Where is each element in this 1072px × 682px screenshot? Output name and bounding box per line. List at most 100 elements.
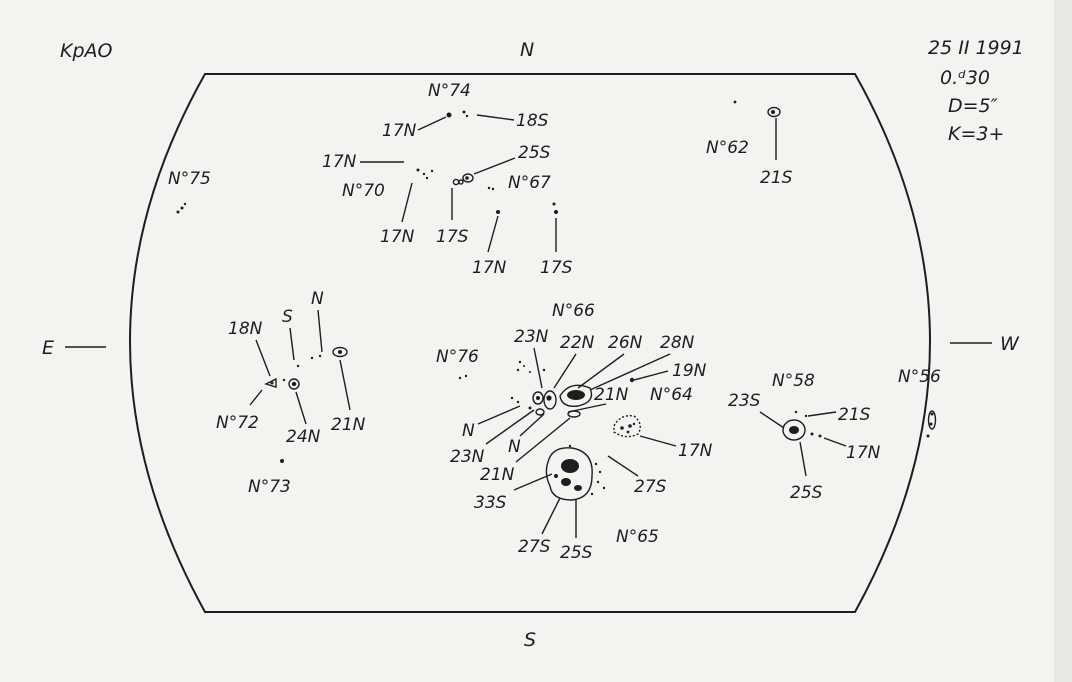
sunspot: [554, 210, 558, 214]
leader-line: [553, 353, 577, 389]
diameter-label: D=5″: [948, 95, 998, 117]
sunspot: [516, 400, 520, 404]
group-65-number: N°65: [616, 527, 659, 547]
group-64-number: N°64: [650, 385, 693, 405]
sunspot-penumbra: [288, 378, 300, 390]
group-65-label-c: 25S: [560, 543, 593, 563]
group-70-label-c: 17S: [436, 227, 469, 247]
sunspot: [516, 368, 520, 372]
sunspot: [546, 395, 552, 401]
leader-line: [577, 353, 625, 389]
group-72-label-e: 21N: [331, 415, 366, 435]
sunspot: [518, 360, 522, 364]
compass-north: N: [520, 39, 534, 61]
group-66-label-b: 22N: [560, 333, 595, 353]
sunspot: [567, 390, 585, 400]
sunspot: [465, 114, 469, 118]
group-66-label-e: 19N: [672, 361, 707, 381]
sunspot: [626, 430, 630, 434]
group-72-number: N°72: [216, 413, 259, 433]
sunspot: [554, 474, 558, 478]
sunspot: [810, 432, 814, 436]
group-65-label-b: 27S: [518, 537, 551, 557]
group-66-label-d: 28N: [660, 333, 695, 353]
leader-line: [317, 309, 323, 353]
leader-line: [417, 116, 447, 131]
group-66-label-j: 21N: [480, 465, 515, 485]
sunspot: [496, 210, 500, 214]
group-58-label-b: 21S: [838, 405, 871, 425]
group-67-label-b: 17N: [472, 258, 507, 278]
sunspot: [818, 434, 822, 438]
group-58-label-d: 25S: [790, 483, 823, 503]
sunspot: [567, 410, 581, 418]
sunspot: [338, 350, 342, 354]
group-66: N°66 23N 22N 26N 28N 19N 21N N 23: [450, 301, 707, 485]
sunspot: [310, 356, 314, 360]
time-label: 0.ᵈ30: [940, 67, 990, 89]
group-67: 25S N°67 17N 17S: [452, 143, 573, 278]
sunspot: [458, 179, 464, 185]
group-74-label-a: 17N: [382, 121, 417, 141]
sunspot: [629, 377, 635, 383]
sunspot: [422, 172, 426, 176]
leader-line: [255, 339, 271, 377]
group-64: N°64 17N: [613, 385, 713, 461]
sunspot: [465, 176, 469, 180]
sunspot: [318, 354, 322, 358]
sunspot: [487, 186, 491, 190]
group-74: N°74 17N 18S: [382, 81, 549, 141]
group-67-label-c: 17S: [540, 258, 573, 278]
group-56-number: N°56: [898, 367, 941, 387]
group-66-label-c: 26N: [608, 333, 643, 353]
sunspot: [620, 426, 624, 430]
group-76-number: N°76: [436, 347, 479, 367]
group-64-label-a: 17N: [678, 441, 713, 461]
group-58-label-c: 17N: [846, 443, 881, 463]
group-73-number: N°73: [248, 477, 291, 497]
sunspot-penumbra: [332, 346, 348, 358]
sunspot-penumbra: [545, 447, 593, 501]
sunspot: [529, 371, 531, 373]
group-66-label-i: N: [508, 437, 521, 457]
leader-line: [533, 347, 543, 389]
sunspot: [452, 178, 460, 186]
sunspot: [296, 364, 300, 368]
group-75: N°75: [168, 169, 211, 214]
sunspot: [458, 376, 462, 380]
group-56: N°56: [898, 367, 941, 438]
leader-line: [799, 441, 807, 477]
group-76: N°76: [436, 347, 479, 380]
group-65: 33S 27S 25S 27S N°65: [474, 444, 667, 563]
group-74-label-b: 18S: [516, 111, 549, 131]
group-72-label-b: S: [282, 307, 293, 327]
group-66-label-h: 23N: [450, 447, 485, 467]
sunspot: [528, 406, 532, 410]
sunspot: [291, 381, 297, 387]
sunspot: [270, 381, 274, 385]
group-74-number: N°74: [428, 81, 471, 101]
group-67-number: N°67: [508, 173, 551, 193]
leader-line: [589, 353, 671, 391]
group-70-label-a: 17N: [322, 152, 357, 172]
date-label: 25 II 1991: [928, 37, 1024, 59]
group-66-label-g: N: [462, 421, 475, 441]
sunspot: [462, 110, 466, 114]
sunspot: [596, 480, 600, 484]
sunspot-penumbra: [462, 173, 474, 183]
compass-south: S: [524, 629, 536, 651]
sunspot: [464, 374, 468, 378]
group-72-label-c: N: [311, 289, 324, 309]
sunspot: [568, 444, 572, 448]
sunspot: [536, 396, 540, 400]
sunspot: [771, 110, 775, 114]
leader-line: [289, 327, 295, 361]
sunspot-penumbra: [927, 410, 937, 430]
sunspot: [552, 202, 556, 206]
sunspot: [594, 462, 598, 466]
group-67-label-a: 25S: [518, 143, 551, 163]
leader-line: [633, 370, 669, 381]
leader-line: [477, 405, 521, 425]
sunspot: [602, 486, 606, 490]
